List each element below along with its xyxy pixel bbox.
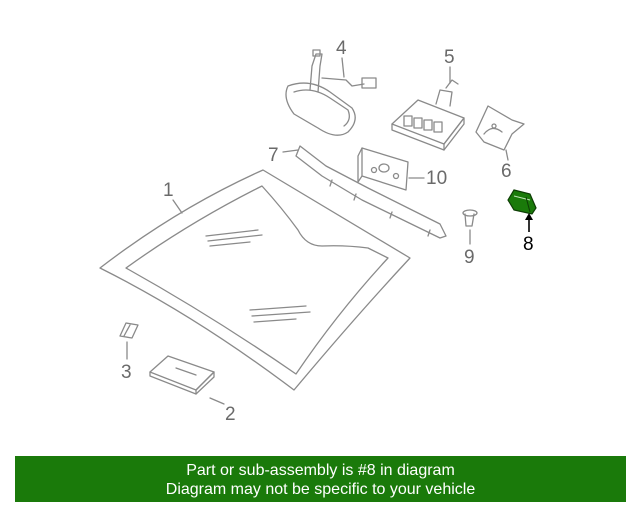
callout-3: 3 <box>121 362 132 383</box>
push-clip[interactable] <box>462 209 478 227</box>
callout-4: 4 <box>336 38 347 59</box>
windshield[interactable] <box>99 169 411 391</box>
mirror-mount-bracket[interactable] <box>475 105 525 151</box>
overhead-module[interactable] <box>391 79 465 151</box>
callout-2: 2 <box>225 404 236 425</box>
banner-line-2: Diagram may not be specific to your vehi… <box>165 481 476 498</box>
lower-trim-block[interactable] <box>149 355 215 395</box>
callout-10: 10 <box>426 168 447 189</box>
leader-lines <box>126 57 509 405</box>
callout-1: 1 <box>163 180 174 201</box>
rearview-mirror[interactable] <box>285 49 377 136</box>
callout-6: 6 <box>501 161 512 182</box>
upper-moulding-strip[interactable] <box>295 145 447 239</box>
callout-8: 8 <box>523 234 534 255</box>
info-banner: Part or sub-assembly is #8 in diagram Di… <box>15 456 626 502</box>
callout-5: 5 <box>444 47 455 68</box>
callout-labels: 1 2 3 4 5 6 7 8 9 10 <box>121 38 534 425</box>
plate-bracket[interactable] <box>357 147 409 191</box>
small-clip-tab[interactable] <box>119 322 139 339</box>
callout-7: 7 <box>268 145 279 166</box>
banner-line-1: Part or sub-assembly is #8 in diagram <box>186 462 455 479</box>
highlighted-part-8[interactable] <box>507 189 537 232</box>
parts-diagram: 1 2 3 4 5 6 7 8 9 10 <box>99 38 537 425</box>
callout-9: 9 <box>464 247 475 268</box>
